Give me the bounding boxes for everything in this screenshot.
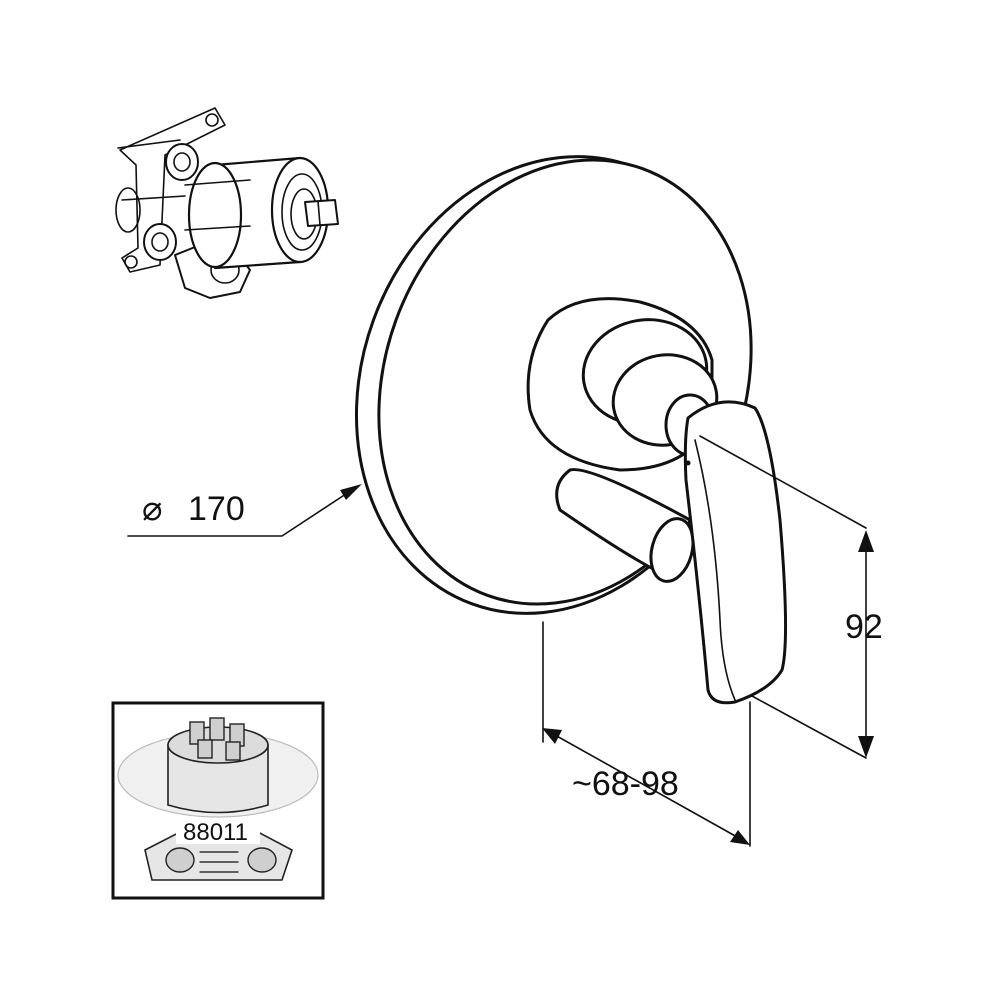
handle-indicator-dot (685, 460, 691, 466)
lever-handle (683, 400, 788, 705)
diameter-value: 170 (188, 490, 245, 528)
part-number: 88011 (183, 819, 248, 846)
dimension-depth: ~68-98 (542, 621, 751, 847)
inset-rough-in-valve: 88011 (111, 701, 325, 900)
diameter-symbol: ⌀ (142, 490, 162, 528)
concealed-valve-body-illustration (115, 107, 339, 299)
diverter-knob (555, 468, 695, 583)
dimension-diameter: ⌀ 170 (127, 484, 362, 537)
depth-value: ~68-98 (572, 765, 679, 803)
mixer-body (526, 297, 719, 472)
height-value: 92 (845, 608, 883, 646)
dimension-height: 92 (699, 435, 883, 759)
